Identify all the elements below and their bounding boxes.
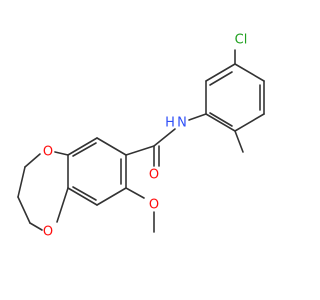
- bond: [188, 113, 207, 121]
- bond: [125, 145, 155, 156]
- bond: [234, 63, 265, 82]
- bond: [205, 113, 236, 132]
- bond: [67, 187, 98, 206]
- bond: [96, 137, 127, 156]
- bond: [29, 222, 43, 231]
- bond: [72, 142, 97, 157]
- ring-oxygen-lower-label: O: [43, 225, 53, 240]
- bond: [67, 137, 98, 156]
- methoxy-oxygen-label: O: [149, 198, 159, 213]
- bond: [234, 130, 244, 153]
- bonds: [17, 49, 265, 233]
- ring-oxygen-upper-label: O: [43, 145, 53, 160]
- bond: [205, 63, 236, 82]
- amide-hydrogen-label: H: [165, 116, 175, 131]
- bond: [17, 196, 31, 224]
- bond: [153, 128, 176, 147]
- amide-nitrogen-label: N: [177, 116, 187, 131]
- bond: [17, 166, 26, 198]
- bond: [209, 71, 233, 86]
- bond: [234, 113, 265, 132]
- bond: [72, 186, 97, 201]
- chlorine-label: Cl: [235, 33, 248, 48]
- bond: [54, 151, 69, 156]
- molecule-structure: Cl N H O O O O: [17, 33, 265, 240]
- bond: [125, 187, 145, 199]
- carbonyl-oxygen-label: O: [149, 168, 159, 183]
- atom-labels: Cl N H O O O O: [43, 33, 247, 240]
- bond: [209, 112, 233, 127]
- bond: [24, 153, 41, 168]
- bond: [96, 187, 127, 206]
- bond: [56, 187, 69, 223]
